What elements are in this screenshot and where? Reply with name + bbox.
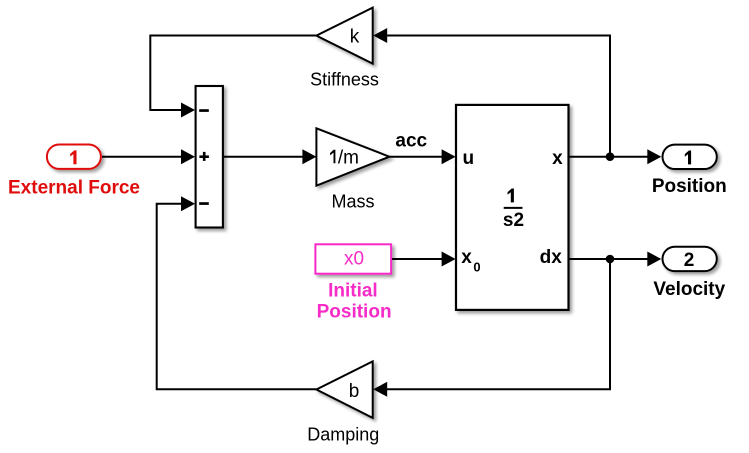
svg-text:x: x <box>552 148 563 169</box>
svg-text:Position: Position <box>317 302 392 323</box>
svg-text:x: x <box>461 247 472 268</box>
svg-text:Stiffness: Stiffness <box>310 70 379 90</box>
svg-text:x0: x0 <box>344 248 364 269</box>
svg-text:Mass: Mass <box>331 191 374 211</box>
svg-text:/m: /m <box>338 147 359 168</box>
svg-text:b: b <box>349 381 360 402</box>
svg-text:Velocity: Velocity <box>653 279 725 300</box>
svg-text:u: u <box>463 148 475 169</box>
svg-text:Damping: Damping <box>307 424 379 444</box>
svg-text:acc: acc <box>395 131 427 152</box>
svg-text:2: 2 <box>684 250 695 271</box>
svg-text:s2: s2 <box>503 210 524 231</box>
svg-text:0: 0 <box>473 259 480 274</box>
svg-text:dx: dx <box>540 247 563 268</box>
svg-text:External Force: External Force <box>8 177 140 198</box>
svg-text:Position: Position <box>652 176 727 197</box>
svg-text:k: k <box>350 26 360 47</box>
svg-text:Initial: Initial <box>328 280 378 301</box>
